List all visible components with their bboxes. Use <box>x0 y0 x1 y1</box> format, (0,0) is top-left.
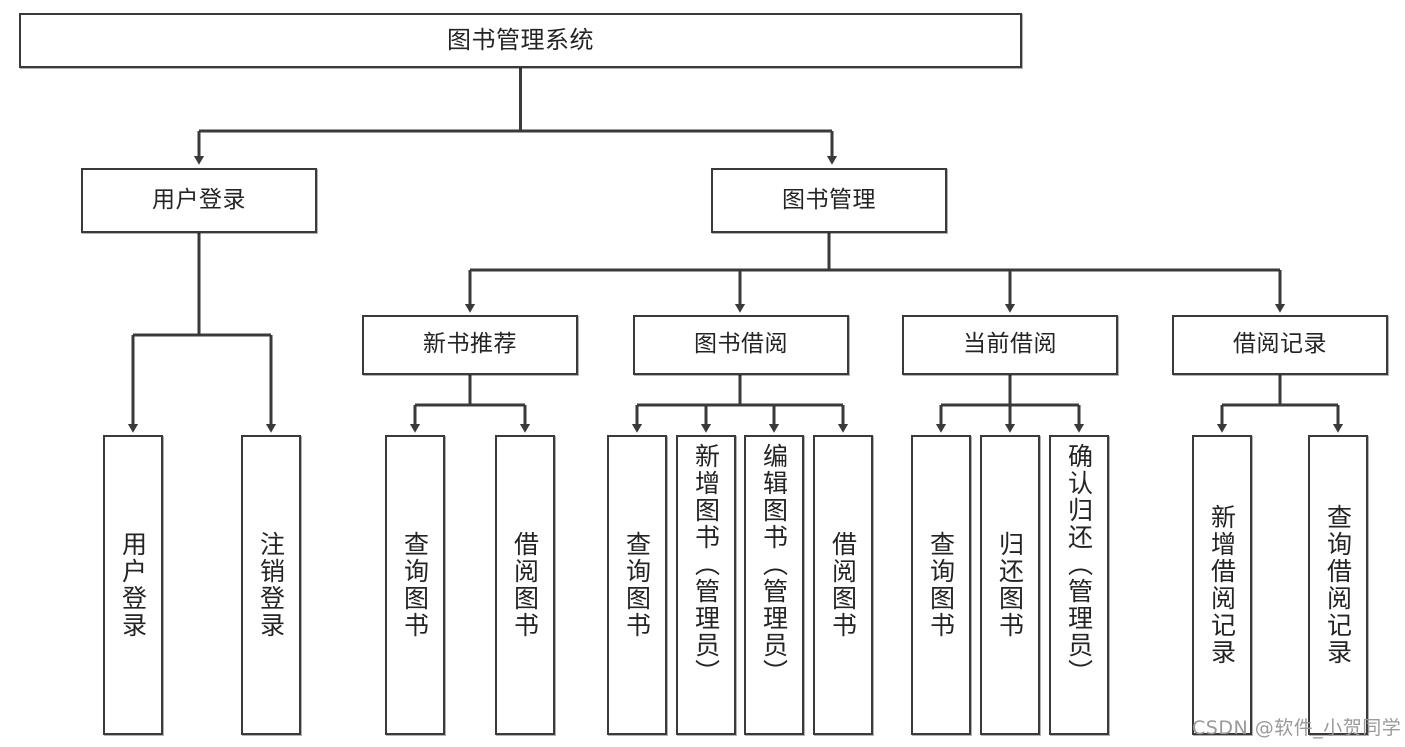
node-label: 查询图书 <box>926 531 956 639</box>
node-label: 注销登录 <box>256 531 286 639</box>
node-current-borrow[interactable]: 当前借阅 <box>902 315 1118 375</box>
node-label: 图书管理系统 <box>447 26 594 55</box>
leaf-new-book-borrow-books[interactable]: 借阅图书 <box>495 435 555 735</box>
node-new-book-recommend[interactable]: 新书推荐 <box>362 315 578 375</box>
node-label: 查询图书 <box>622 531 652 639</box>
node-label: 用户登录 <box>118 531 148 639</box>
node-label: 新增图书（管理员） <box>691 443 721 686</box>
node-label: 借阅图书 <box>510 531 540 639</box>
node-label: 借阅图书 <box>828 531 858 639</box>
node-borrow-record[interactable]: 借阅记录 <box>1172 315 1388 375</box>
leaf-book-borrow-edit-book-admin[interactable]: 编辑图书（管理员） <box>744 435 804 735</box>
leaf-current-borrow-query-books[interactable]: 查询图书 <box>911 435 971 735</box>
node-label: 用户登录 <box>152 186 246 213</box>
node-book-borrow[interactable]: 图书借阅 <box>633 315 849 375</box>
leaf-borrow-record-query-record[interactable]: 查询借阅记录 <box>1308 435 1368 735</box>
leaf-book-borrow-add-book-admin[interactable]: 新增图书（管理员） <box>676 435 736 735</box>
node-label: 当前借阅 <box>963 331 1057 358</box>
node-label: 查询借阅记录 <box>1323 504 1353 666</box>
node-label: 新书推荐 <box>423 331 517 358</box>
leaf-borrow-record-add-record[interactable]: 新增借阅记录 <box>1192 435 1252 735</box>
node-label: 图书借阅 <box>694 331 788 358</box>
csdn-watermark: CSDN @软件_小贺同学 <box>1192 717 1402 739</box>
node-root-book-management-system[interactable]: 图书管理系统 <box>19 13 1022 68</box>
leaf-new-book-query-books[interactable]: 查询图书 <box>385 435 445 735</box>
leaf-book-borrow-query-books[interactable]: 查询图书 <box>607 435 667 735</box>
node-label: 新增借阅记录 <box>1207 504 1237 666</box>
leaf-book-borrow-borrow-books[interactable]: 借阅图书 <box>813 435 873 735</box>
node-user-login[interactable]: 用户登录 <box>81 168 317 233</box>
node-label: 图书管理 <box>782 186 876 213</box>
node-label: 借阅记录 <box>1233 331 1327 358</box>
leaf-user-login-login[interactable]: 用户登录 <box>103 435 163 735</box>
node-book-management[interactable]: 图书管理 <box>711 168 947 233</box>
leaf-current-borrow-confirm-return-admin[interactable]: 确认归还（管理员） <box>1049 435 1109 735</box>
node-label: 查询图书 <box>400 531 430 639</box>
node-label: 确认归还（管理员） <box>1064 443 1094 686</box>
leaf-user-login-logout[interactable]: 注销登录 <box>241 435 301 735</box>
node-label: 编辑图书（管理员） <box>759 443 789 686</box>
node-label: 归还图书 <box>995 531 1025 639</box>
leaf-current-borrow-return-books[interactable]: 归还图书 <box>980 435 1040 735</box>
